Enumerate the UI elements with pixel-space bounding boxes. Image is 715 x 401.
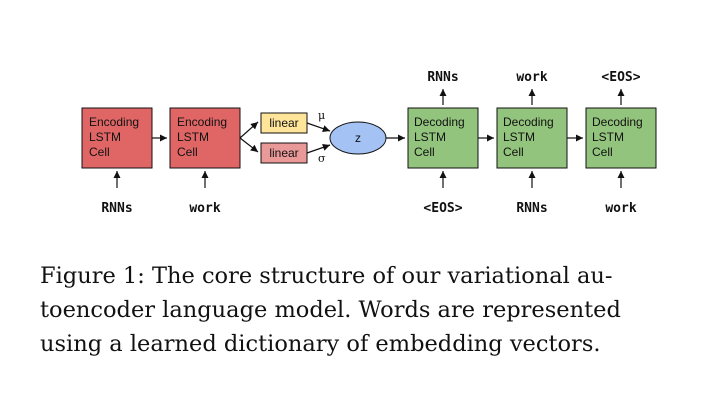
sigma-symbol: σ <box>318 152 326 165</box>
encoder-1-line-2: LSTM <box>89 130 121 144</box>
encoder-cell-1 <box>81 107 153 169</box>
linear-mu-to-z-arrow <box>306 122 331 133</box>
encoder-to-linear-mu-arrow <box>239 121 259 139</box>
encoder-1-line-1: Encoding <box>89 115 139 129</box>
decoder-3-input-token: work <box>605 201 636 216</box>
decoder-2-output-token: work <box>516 70 547 85</box>
decoder-3-line-1: Decoding <box>592 115 643 129</box>
encoder-1-line-3: Cell <box>89 145 110 159</box>
encoder-2-line-1: Encoding <box>177 115 227 129</box>
mu-symbol: μ <box>318 109 325 122</box>
caption-line-1: Figure 1: The core structure of our vari… <box>40 263 613 289</box>
decoder-cell-1 <box>407 107 479 169</box>
caption-line-3: using a learned dictionary of embedding … <box>40 331 601 357</box>
decoder-1-output-token: RNNs <box>427 70 458 85</box>
decoder-2-input-token: RNNs <box>516 201 547 216</box>
decoder-3-line-3: Cell <box>592 145 613 159</box>
decoder-2-line-3: Cell <box>503 145 524 159</box>
encoder-1-input-token: RNNs <box>101 201 132 216</box>
latent-z-label: z <box>355 131 361 145</box>
decoder-1-line-3: Cell <box>414 145 435 159</box>
encoder-cell-2 <box>169 107 241 169</box>
decoder-1-line-1: Decoding <box>414 115 465 129</box>
decoder-1-input-token: <EOS> <box>423 201 462 216</box>
encoder-2-input-token: work <box>189 201 220 216</box>
decoder-2-line-2: LSTM <box>503 130 535 144</box>
decoder-2-line-1: Decoding <box>503 115 554 129</box>
vae-diagram: Encoding LSTM Cell Encoding LSTM Cell RN… <box>81 70 657 216</box>
decoder-1-line-2: LSTM <box>414 130 446 144</box>
decoder-3-output-token: <EOS> <box>601 70 640 85</box>
encoder-2-line-3: Cell <box>177 145 198 159</box>
linear-mu-label: linear <box>269 116 298 130</box>
caption-line-2: toencoder language model. Words are repr… <box>40 297 621 323</box>
decoder-3-line-2: LSTM <box>592 130 624 144</box>
encoder-2-line-2: LSTM <box>177 130 209 144</box>
linear-sigma-label: linear <box>269 146 298 160</box>
decoder-cell-3 <box>585 107 657 169</box>
figure-caption: Figure 1: The core structure of our vari… <box>40 259 690 361</box>
encoder-to-linear-sigma-arrow <box>239 137 259 153</box>
linear-sigma-to-z-arrow <box>306 143 331 154</box>
